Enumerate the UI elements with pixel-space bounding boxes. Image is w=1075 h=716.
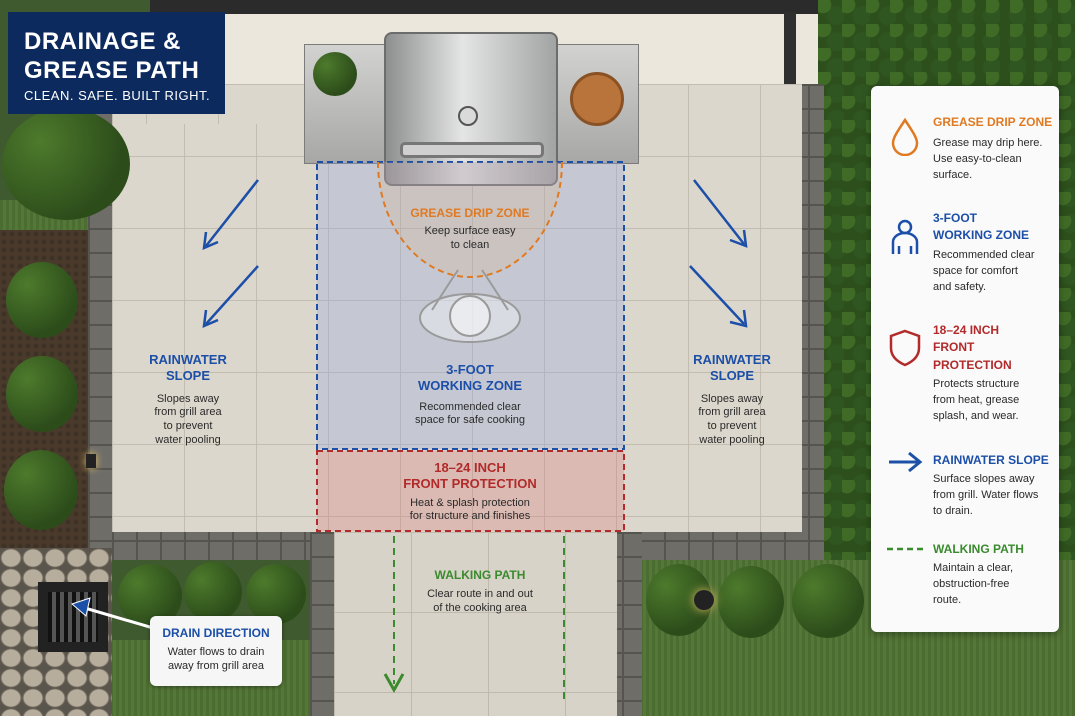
walking-path-label: WALKING PATH Clear route in and out of t… bbox=[427, 568, 533, 614]
plant bbox=[792, 564, 864, 638]
grill bbox=[384, 32, 558, 186]
potted-plant bbox=[313, 52, 357, 96]
rain-arrows-right bbox=[689, 179, 748, 328]
arrow-right-icon bbox=[889, 451, 923, 473]
droplet-icon bbox=[891, 117, 919, 156]
plant bbox=[246, 564, 306, 624]
rainwater-slope-left-label: RAINWATER SLOPE Slopes away from grill a… bbox=[149, 352, 227, 446]
roof-eave bbox=[150, 0, 840, 14]
shield-icon bbox=[889, 329, 921, 367]
garden-light bbox=[86, 454, 96, 468]
working-zone-label: 3-FOOT WORKING ZONE Recommended clear sp… bbox=[414, 362, 526, 427]
cutting-board bbox=[570, 72, 624, 126]
plant bbox=[718, 566, 784, 638]
front-protection-zone bbox=[316, 450, 625, 532]
walking-path-arrow bbox=[383, 673, 405, 694]
working-zone bbox=[316, 161, 625, 450]
page-title: DRAINAGE &GREASE PATH bbox=[24, 28, 200, 84]
front-protection-label: 18–24 INCH FRONT PROTECTION Heat & splas… bbox=[403, 460, 537, 523]
drain-arrowhead bbox=[71, 597, 91, 617]
cook-figure bbox=[419, 269, 521, 343]
drain-arrow bbox=[77, 604, 161, 632]
shrub bbox=[4, 450, 78, 530]
drain-direction-callout: DRAIN DIRECTION Water flows to drain awa… bbox=[150, 616, 282, 686]
shrub bbox=[6, 262, 78, 338]
downspout bbox=[784, 12, 796, 96]
grease-drip-zone bbox=[377, 161, 563, 278]
rainwater-slope-right-label: RAINWATER SLOPE Slopes away from grill a… bbox=[693, 352, 771, 446]
garden-light bbox=[694, 590, 714, 610]
person-icon bbox=[891, 219, 919, 254]
title-card: DRAINAGE &GREASE PATH CLEAN. SAFE. BUILT… bbox=[8, 12, 225, 114]
drain-grate bbox=[38, 582, 108, 652]
shrub bbox=[6, 356, 78, 432]
dashed-line-icon bbox=[887, 547, 925, 551]
plant bbox=[184, 562, 242, 622]
rain-arrows-left bbox=[202, 179, 259, 329]
walkway-surface bbox=[334, 532, 617, 716]
grease-drip-label: GREASE DRIP ZONE Keep surface easy to cl… bbox=[410, 206, 530, 251]
shrub bbox=[2, 108, 130, 220]
legend-panel: GREASE DRIP ZONE Grease may drip here.Us… bbox=[871, 86, 1059, 632]
page-subtitle: CLEAN. SAFE. BUILT RIGHT. bbox=[24, 88, 211, 103]
